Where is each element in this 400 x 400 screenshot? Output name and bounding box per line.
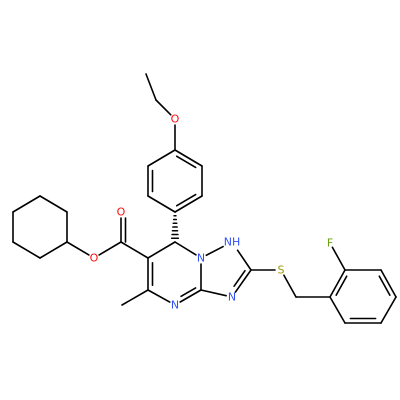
bond-ar2_c6-ar2_c1 (329, 296, 346, 324)
hashed-wedge-bond (170, 214, 180, 240)
bond-n4-c3a-inner (180, 287, 197, 298)
bond-c2-n3-inner (233, 269, 246, 287)
bond-ar2_c4-ar2_c5 (380, 296, 397, 324)
atom-label-layer: O N N NH N O O S F (90, 113, 334, 312)
bond-c7-c6 (147, 241, 176, 259)
bond-ar1_c1-ar1_c2 (174, 149, 203, 167)
bond-ar1_c3-ar1_c4 (174, 195, 203, 213)
bond-ar1_c4-ar1_c5 (147, 195, 176, 213)
bond-n1-nh (205, 245, 224, 257)
bond-ar2_c1-ar2_c2 (329, 269, 346, 298)
bond-ch3_ethyl-ch2_ethyl (145, 73, 157, 101)
bond-c6-cester (120, 241, 149, 259)
bond-n4-c3a (179, 289, 202, 303)
bond-ch2_ethyl-o_ether (155, 99, 172, 116)
bond-n1-c7 (174, 241, 197, 256)
bond-ar2_c1-ar2_c2-inner (335, 275, 348, 296)
bond-ar2_c2-f (331, 246, 346, 271)
bond-n3-c3a (200, 289, 227, 297)
atom-label-n: N (228, 291, 236, 304)
bond-ar2_c3-ar2_c4-inner (378, 275, 391, 296)
bond-cester-o_ester (98, 241, 122, 256)
atom-label-o: O (171, 113, 180, 126)
bond-cy6-cy1 (39, 241, 68, 259)
atom-label-s: S (278, 264, 285, 277)
atom-label-n: N (171, 299, 179, 312)
bond-c2-n3 (234, 269, 252, 293)
bond-c5-me (121, 289, 149, 306)
bond-s-ch2_benzyl (283, 274, 297, 298)
atom-label-f: F (327, 237, 333, 250)
bond-ar2_c3-ar2_c4 (380, 269, 397, 298)
atom-label-nh: NH (224, 236, 241, 249)
bond-layer (12, 73, 397, 324)
bond-ar1_c1-ar1_c2-inner (175, 155, 197, 169)
atom-label-o: O (90, 252, 99, 265)
bond-ar1_c6-ar1_c1 (147, 149, 176, 167)
bond-cy5-cy6 (12, 241, 41, 259)
bond-o_ester-cy1 (66, 241, 90, 256)
atom-label-n: N (197, 252, 205, 265)
bond-ar1_c3-ar1_c4-inner (175, 193, 197, 207)
atom-label-o: O (117, 206, 126, 219)
bond-cy2-cy3 (39, 195, 68, 213)
bond-nh-c2 (236, 249, 252, 271)
bond-cy3-cy4 (12, 195, 41, 213)
bond-c5-n4 (147, 289, 171, 303)
